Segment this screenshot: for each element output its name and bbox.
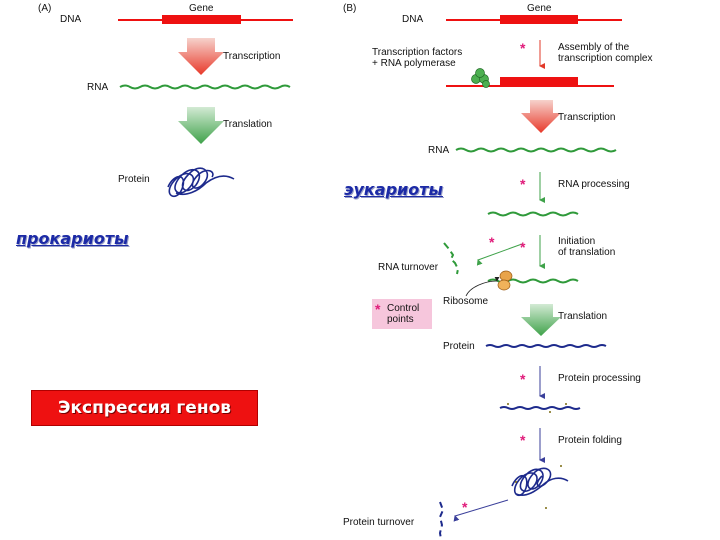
eukaryotes-label: эукариоты	[344, 180, 443, 199]
panel-a-tag: (A)	[38, 3, 52, 14]
transcription-arrow-b	[521, 100, 561, 133]
assembly-label-line2: transcription complex	[558, 53, 653, 64]
protein-coil-a	[167, 167, 235, 198]
rna-label-a: RNA	[87, 82, 109, 93]
gene-block-b	[500, 15, 578, 24]
legend-star: *	[375, 301, 381, 317]
panel-b	[438, 15, 622, 540]
dna-label-b: DNA	[402, 14, 424, 25]
legend-label-line1: Control	[387, 303, 420, 314]
dna-label-a: DNA	[60, 14, 82, 25]
rna-strand-b	[455, 147, 617, 153]
tf-label-line2: + RNA polymerase	[372, 58, 456, 69]
control-star-protein-processing: *	[520, 371, 526, 387]
gene-label-a: Gene	[189, 3, 214, 14]
rna-strand-a	[119, 84, 291, 90]
ribosome-pointer	[465, 276, 500, 297]
processed-rna	[487, 211, 579, 217]
protein-processing-label: Protein processing	[558, 373, 641, 384]
rna-processing-label: RNA processing	[558, 179, 630, 190]
translation-arrow-b	[521, 304, 561, 336]
ribosome-shape	[497, 270, 513, 291]
control-star-rna-turnover: *	[489, 234, 495, 250]
translation-arrow-a	[178, 107, 224, 144]
gene-expression-title: Экспрессия генов	[31, 390, 258, 426]
folded-protein	[511, 467, 569, 497]
transcription-label-a: Transcription	[223, 51, 281, 62]
panel-a	[118, 15, 293, 198]
protein-label-a: Protein	[118, 174, 150, 185]
transcription-arrow-a	[178, 38, 224, 75]
initiation-label-line1: Initiation	[558, 236, 596, 247]
control-star-rna-processing: *	[520, 176, 526, 192]
rna-turnover-label: RNA turnover	[378, 262, 439, 273]
folded-protein-dots	[515, 465, 562, 509]
control-star-assembly: *	[520, 40, 526, 56]
control-star-protein-turnover: *	[462, 499, 468, 515]
legend-label-line2: points	[387, 314, 414, 325]
control-points-legend: * Control points	[372, 299, 432, 329]
arrow-protein-turnover	[453, 499, 509, 522]
gene-block-a	[162, 15, 241, 24]
initiation-label-line2: of translation	[558, 247, 616, 258]
ribosome-label: Ribosome	[443, 296, 489, 307]
panel-b-tag: (B)	[343, 3, 357, 14]
assembly-label-line1: Assembly of the	[558, 42, 630, 53]
protein-dots	[507, 403, 567, 413]
rna-polymerase-cluster	[471, 68, 490, 88]
control-star-initiation: *	[520, 239, 526, 255]
arrow-rna-turnover	[476, 243, 523, 266]
translation-label-b: Translation	[558, 311, 608, 322]
control-star-protein-folding: *	[520, 432, 526, 448]
protein-chain-b	[485, 344, 607, 348]
prokaryotes-label: прокариоты	[16, 229, 129, 248]
translation-label-a: Translation	[223, 119, 273, 130]
degraded-rna	[443, 242, 460, 275]
transcription-label-b: Transcription	[558, 112, 616, 123]
protein-folding-label: Protein folding	[558, 435, 622, 446]
processed-protein	[499, 406, 581, 410]
protein-turnover-label: Protein turnover	[343, 517, 415, 528]
protein-label-b: Protein	[443, 341, 475, 352]
rna-label-b: RNA	[428, 145, 450, 156]
tf-label-line1: Transcription factors	[372, 47, 463, 58]
gene-block-b2	[500, 77, 578, 86]
gene-label-b: Gene	[527, 3, 552, 14]
degraded-protein	[438, 501, 445, 540]
